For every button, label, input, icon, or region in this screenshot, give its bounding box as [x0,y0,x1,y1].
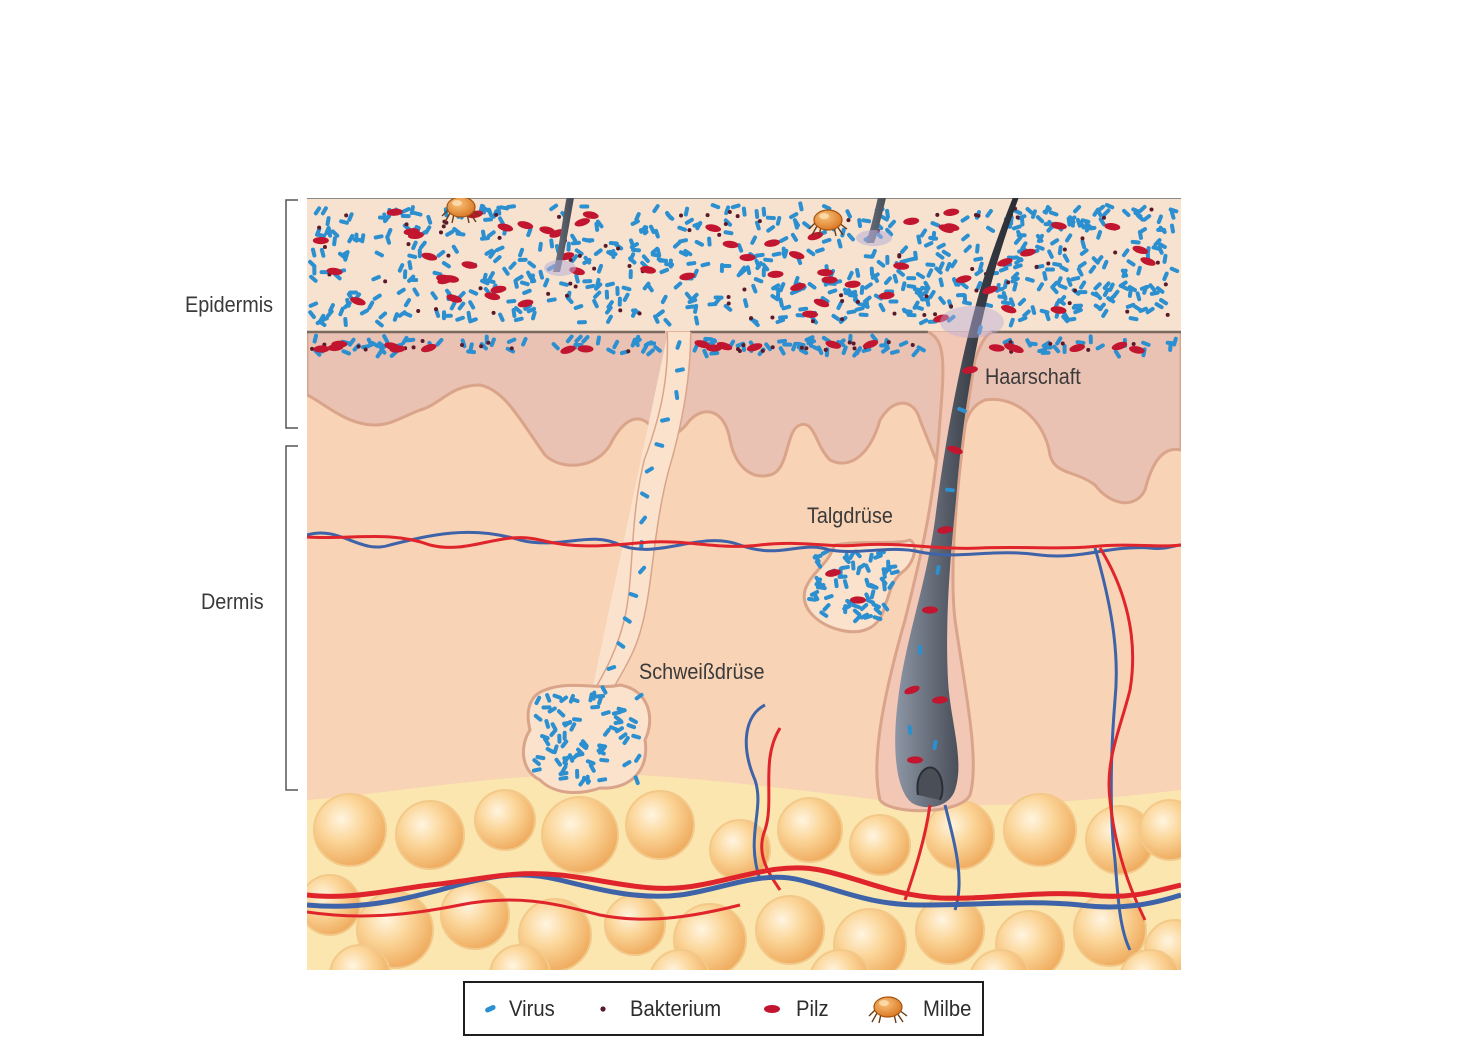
legend-item-virus: Virus [483,983,559,1034]
epidermis-bracket [285,199,298,429]
sweat-gland-label: Schweißdrüse [639,659,765,684]
sebaceous-gland-label: Talgdrüse [807,503,893,528]
vein-upper [307,530,1181,558]
virus-dash-icon [485,1004,496,1013]
artery-upper [307,535,1181,550]
bacterium-dot-icon [600,1005,606,1012]
duct-microbes [531,340,685,787]
hair-microbes [904,285,998,764]
dermis-label: Dermis [201,589,264,614]
mite-icon [868,995,908,1023]
legend-label-fungus: Pilz [796,995,829,1021]
hair-shaft-label: Haarschaft [985,364,1081,389]
legend-item-mite: Milbe [867,983,976,1034]
hair-shaft-left [553,198,574,272]
sebaceous-gland-microbes [807,548,900,624]
dermis-bracket [285,445,298,791]
fungus-oval-icon [764,1004,780,1013]
legend: Virus Bakterium Pilz Milbe [463,981,984,1036]
vein-lower [307,872,1181,910]
legend-label-mite: Milbe [923,995,972,1021]
epidermis-label: Epidermis [185,292,274,317]
hair-root [895,198,1019,808]
fat-cells [307,789,1181,970]
legend-item-bacterium: Bakterium [598,983,729,1034]
legend-label-virus: Virus [509,995,555,1021]
artery-descending [1098,547,1147,921]
basal-microbes [310,333,1178,359]
surface-microbes [308,201,1180,328]
legend-label-bacterium: Bakterium [630,995,722,1021]
legend-item-fungus: Pilz [762,983,831,1034]
artery-lower [307,865,1181,901]
